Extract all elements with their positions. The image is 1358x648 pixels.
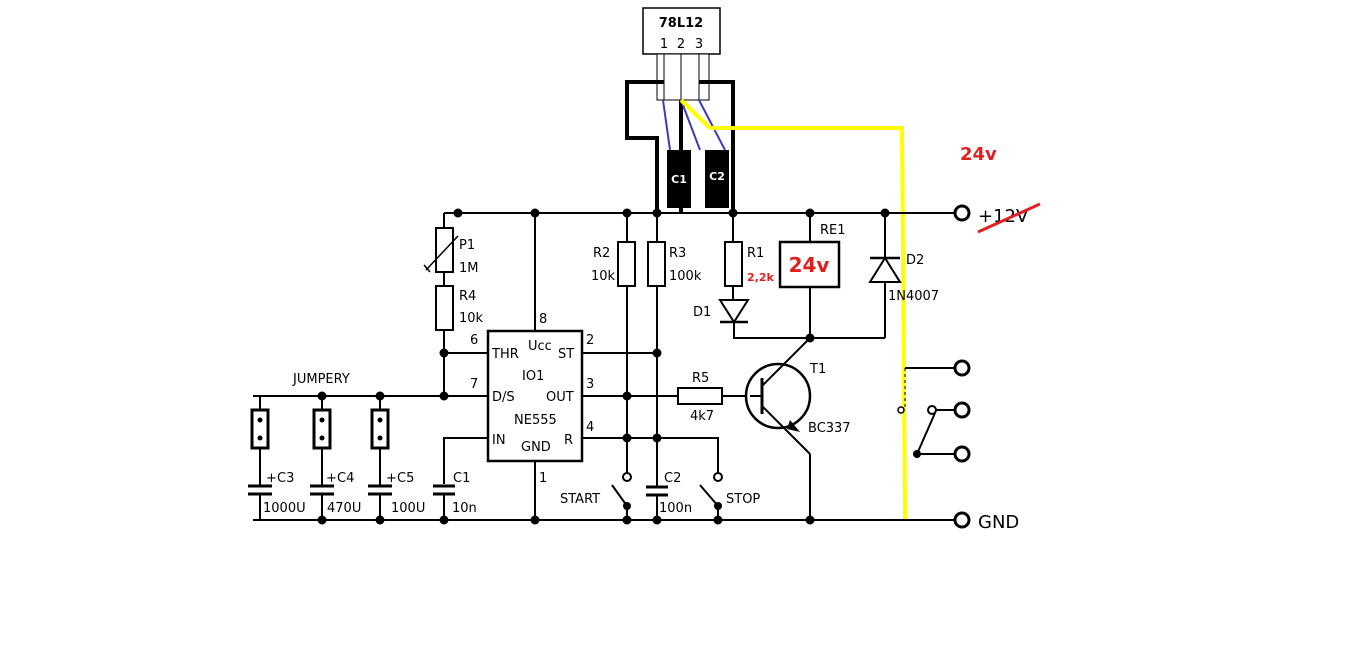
capacitor-c1: C1 10n [433, 471, 477, 520]
ic-pin-ds: D/S [492, 390, 515, 405]
regulator-pin-3-number: 3 [695, 37, 703, 52]
regulator-label: 78L12 [659, 16, 703, 31]
ic-pin-number-2: 2 [586, 333, 594, 348]
transistor-t1: T1 BC337 [744, 337, 851, 520]
r3-value: 100k [669, 269, 702, 284]
annotation-24v-label: 24v [960, 144, 997, 165]
c3-label: C3 [277, 471, 294, 486]
re1-label: RE1 [820, 223, 846, 238]
ic-pin-number-8: 8 [539, 312, 547, 327]
p1-label: P1 [459, 238, 475, 253]
stop-label: STOP [726, 492, 760, 507]
ic-pin-r: R [564, 433, 573, 448]
ic-reference: IO1 [522, 369, 544, 384]
regulator-pin-1-number: 1 [660, 37, 668, 52]
ic-pin-number-3: 3 [586, 377, 594, 392]
r1-label: R1 [747, 246, 764, 261]
regulator-pin-2-number: 2 [677, 37, 685, 52]
diode-d2: D2 1N4007 [868, 213, 939, 338]
resistor-r2: R2 10k [591, 213, 636, 475]
ic-pin-number-6: 6 [470, 333, 478, 348]
jumpery-label: JUMPERY [292, 372, 350, 387]
ic-pin-number-7: 7 [470, 377, 478, 392]
strike-through-mark [977, 202, 1041, 234]
d2-label: D2 [906, 253, 924, 268]
top-capacitor-c2-label: C2 [709, 170, 725, 183]
c3-value: 1000U [263, 501, 306, 516]
relay-terminal-nc [953, 359, 971, 377]
r4-label: R4 [459, 289, 476, 304]
relay-terminal-no [953, 401, 971, 419]
gnd-terminal [953, 511, 971, 529]
yellow-24v-wire [679, 98, 907, 521]
c5-label: C5 [397, 471, 414, 486]
potentiometer-p1: P1 1M [423, 212, 479, 276]
ic-pin-ucc: Ucc [528, 339, 552, 354]
gnd-label: GND [978, 512, 1019, 533]
resistor-r5: R5 4k7 [677, 371, 750, 424]
capacitor-c2: C2 100n [646, 471, 692, 520]
t1-value: BC337 [808, 421, 851, 436]
c4-label: C4 [337, 471, 354, 486]
t1-label: T1 [809, 362, 826, 377]
stop-switch: STOP [657, 437, 760, 520]
supply-label: +12V [978, 206, 1029, 227]
r5-label: R5 [692, 371, 709, 386]
r3-label: R3 [669, 246, 686, 261]
r5-value: 4k7 [690, 409, 714, 424]
relay-terminal-com [953, 445, 971, 463]
ic-name: NE555 [514, 413, 557, 428]
c5-plus: + [386, 471, 397, 486]
relay-contacts [897, 359, 971, 463]
c2-value: 100n [659, 501, 692, 516]
voltage-regulator-78l12: 78L12 1 2 3 C1 C2 [625, 7, 735, 213]
resistor-r1: R1 2,2k [724, 213, 774, 300]
top-capacitor-c2 [705, 150, 729, 208]
re1-value: 24v [789, 253, 830, 277]
c1-value: 10n [452, 501, 477, 516]
resistor-r3: R3 100k [647, 213, 702, 486]
r4-value: 10k [459, 311, 484, 326]
r2-label: R2 [593, 246, 610, 261]
c2-label: C2 [664, 471, 681, 486]
top-rail [444, 204, 971, 222]
start-switch: START [560, 472, 632, 520]
r1-value: 2,2k [747, 271, 774, 284]
d2-value: 1N4007 [888, 289, 939, 304]
relay-re1: RE1 24v [778, 213, 846, 338]
jumper-c5-branch: + C5 100U [368, 391, 425, 520]
ic-pin-out: OUT [546, 390, 574, 405]
ic-pin-number-1: 1 [539, 471, 547, 486]
top-capacitor-c1 [667, 150, 691, 208]
r2-value: 10k [591, 269, 616, 284]
ic-pin-in: IN [492, 433, 506, 448]
ic-pin-thr: THR [491, 347, 519, 362]
p1-value: 1M [459, 261, 479, 276]
top-capacitor-c1-label: C1 [671, 173, 687, 186]
c3-plus: + [266, 471, 277, 486]
c4-value: 470U [327, 501, 361, 516]
d1-label: D1 [693, 305, 711, 320]
c5-value: 100U [391, 501, 425, 516]
c4-plus: + [326, 471, 337, 486]
ic-pin-number-4: 4 [586, 420, 594, 435]
jumper-c3-branch: + C3 1000U [248, 396, 306, 520]
jumper-c4-branch: + C4 470U [310, 391, 361, 520]
ne555-timer-ic: Ucc THR D/S IN ST OUT R GND IO1 NE555 8 … [253, 213, 678, 520]
c1-label: C1 [453, 471, 470, 486]
supply-terminal [953, 204, 971, 222]
ic-pin-st: ST [558, 347, 574, 362]
start-label: START [560, 492, 600, 507]
diode-d1: D1 [693, 299, 885, 343]
ic-pin-gnd: GND [521, 440, 551, 455]
